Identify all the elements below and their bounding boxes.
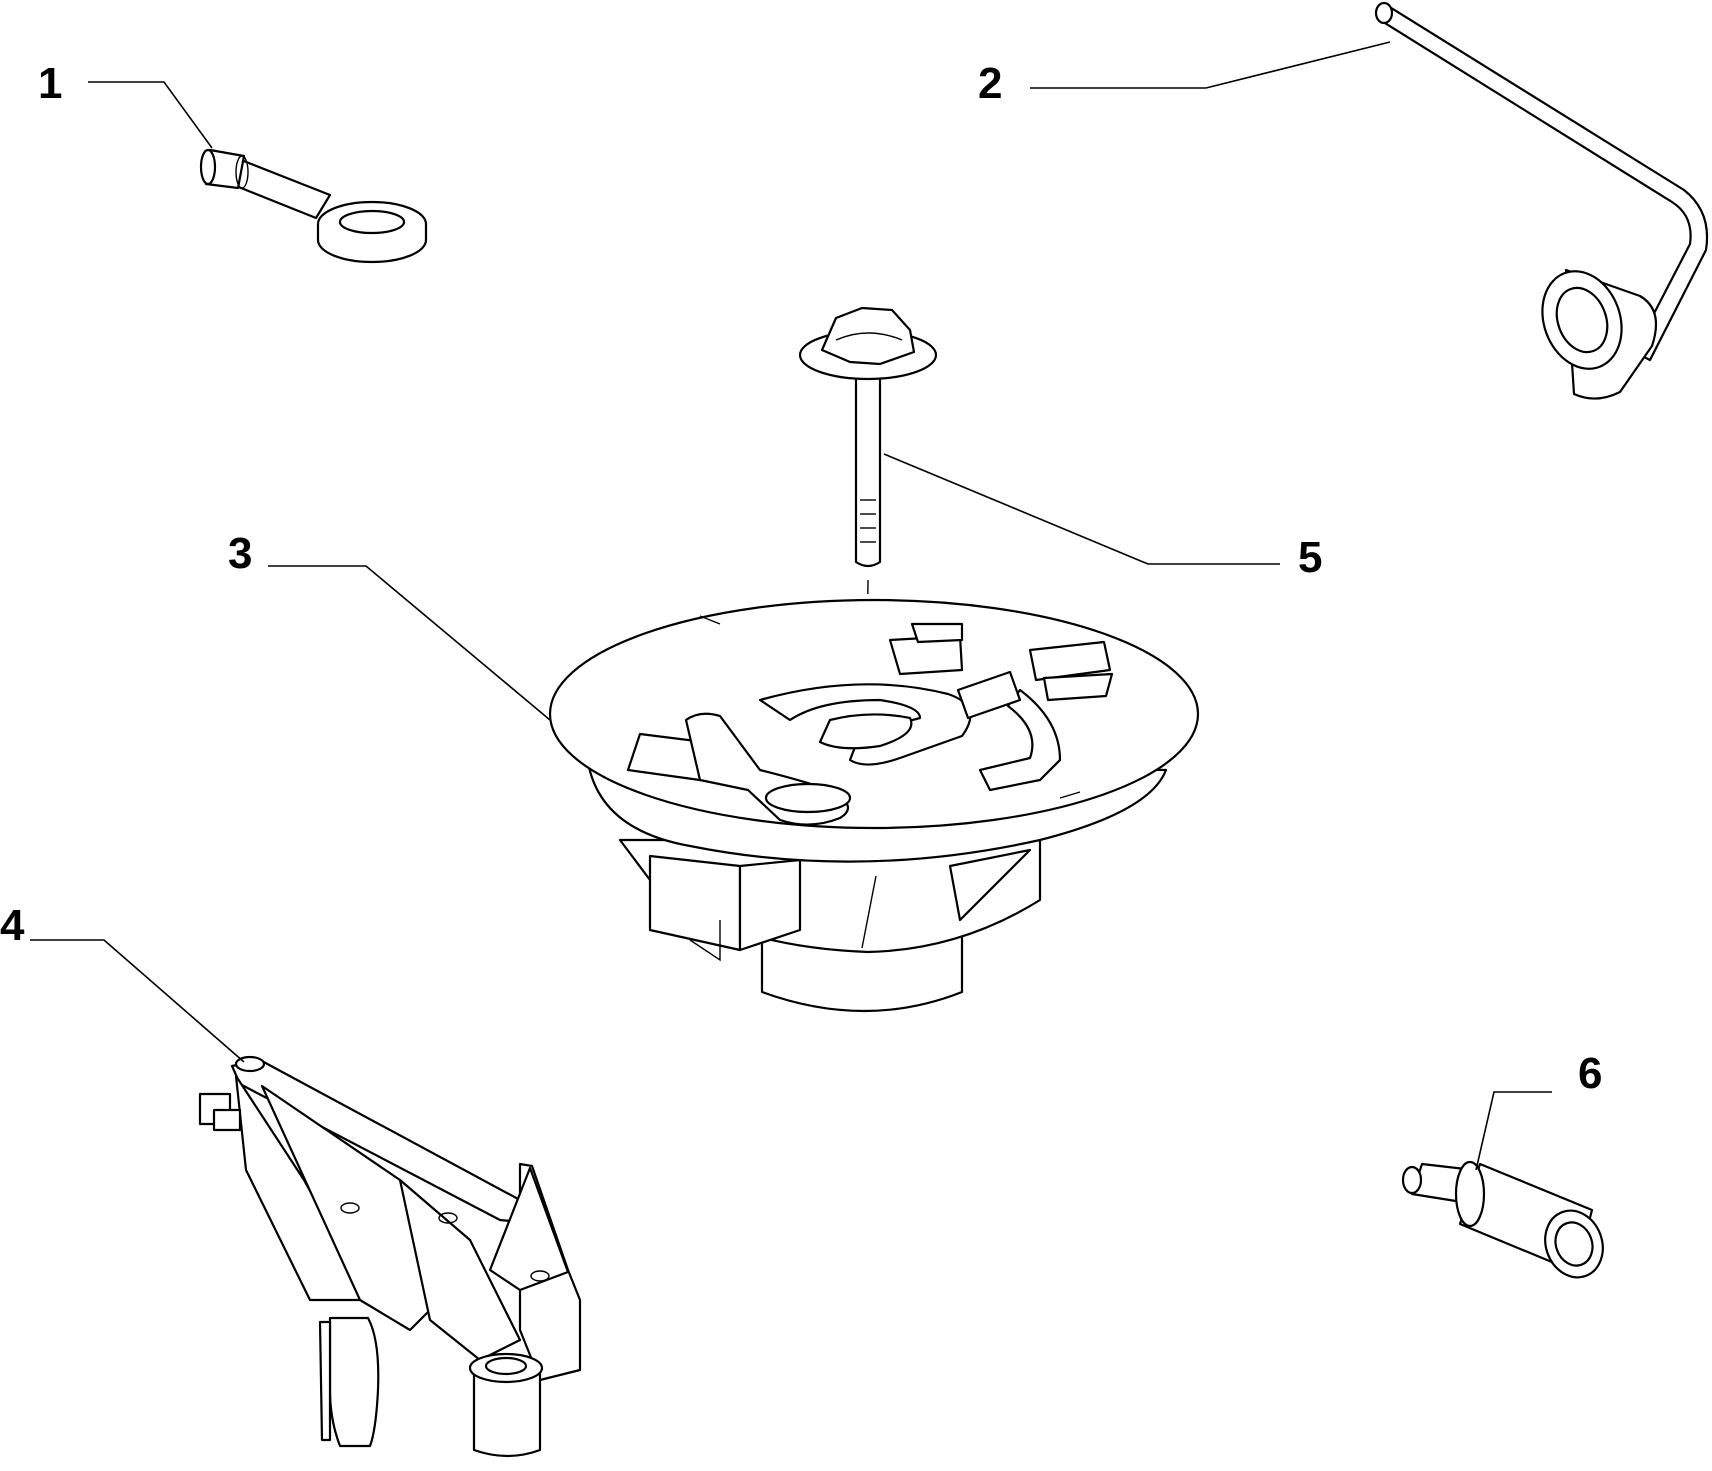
leader-3	[268, 565, 551, 721]
callout-1: 1	[38, 59, 62, 108]
part-4-jack	[198, 1055, 582, 1458]
part-2-wheel-wrench	[1374, 1, 1709, 400]
part-6-socket-adapter	[1401, 1160, 1604, 1279]
leader-lines	[30, 41, 1552, 1171]
leader-2	[1030, 41, 1391, 89]
part-1-towing-eye	[199, 148, 428, 264]
callout-5: 5	[1298, 533, 1322, 582]
callout-4: 4	[0, 901, 25, 950]
leader-6	[1475, 1091, 1552, 1171]
callout-3: 3	[228, 529, 252, 578]
callout-6: 6	[1578, 1049, 1602, 1098]
callout-labels: 1 2 3 4 5 6	[0, 59, 1602, 1098]
leader-4	[30, 939, 245, 1063]
leader-5	[883, 453, 1280, 565]
callout-2: 2	[978, 59, 1002, 108]
leader-1	[88, 81, 213, 149]
part-3-spare-wheel-support	[548, 598, 1200, 1013]
